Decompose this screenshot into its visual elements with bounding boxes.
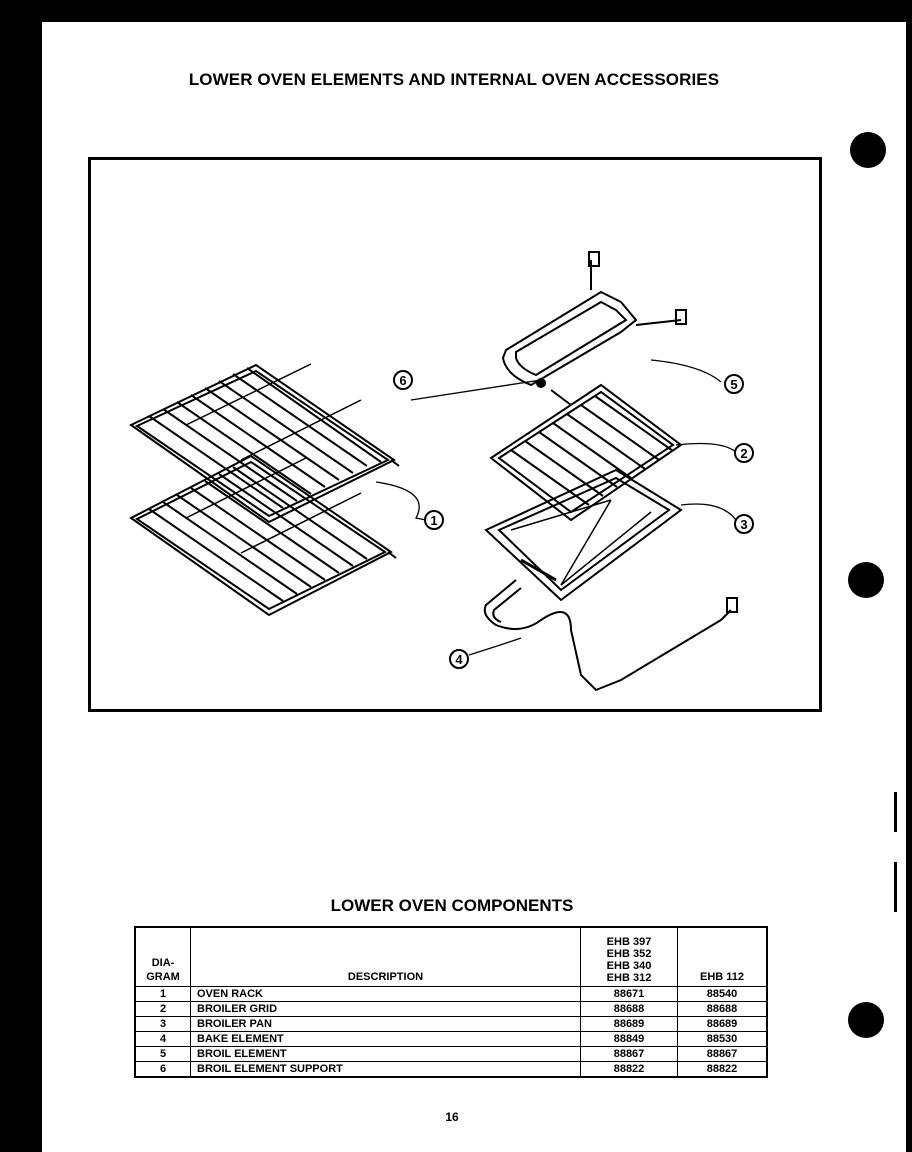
part-description: BROILER GRID bbox=[190, 1001, 581, 1017]
part-number-b: 88540 bbox=[677, 986, 768, 1002]
table-row: 3 BROILER PAN 88689 88689 bbox=[134, 1016, 768, 1032]
callout-5: 5 bbox=[724, 374, 744, 394]
page-number: 16 bbox=[445, 1110, 459, 1124]
callout-4: 4 bbox=[449, 649, 469, 669]
diagram-number: 3 bbox=[134, 1016, 191, 1032]
part-number-a: 88688 bbox=[580, 1001, 678, 1017]
callout-1: 1 bbox=[424, 510, 444, 530]
components-title: LOWER OVEN COMPONENTS bbox=[330, 896, 574, 915]
diagram-number: 4 bbox=[134, 1031, 191, 1047]
part-description: BAKE ELEMENT bbox=[190, 1031, 581, 1047]
svg-text:2: 2 bbox=[740, 446, 747, 461]
oven-rack-lower-illustration bbox=[129, 454, 397, 617]
part-description: BROIL ELEMENT bbox=[190, 1046, 581, 1062]
part-number-b: 88822 bbox=[677, 1061, 768, 1078]
svg-text:5: 5 bbox=[730, 377, 737, 392]
oven-rack-upper-illustration bbox=[129, 363, 400, 524]
punch-hole-middle bbox=[848, 562, 884, 598]
document-page: LOWER OVEN ELEMENTS AND INTERNAL OVEN AC… bbox=[42, 22, 906, 1152]
part-number-a: 88671 bbox=[580, 986, 678, 1002]
broil-element-support-illustration bbox=[536, 378, 546, 388]
callout-6: 6 bbox=[393, 370, 413, 390]
callout-2: 2 bbox=[734, 443, 754, 463]
diagram-number: 1 bbox=[134, 986, 191, 1002]
svg-text:3: 3 bbox=[740, 517, 747, 532]
scan-mark bbox=[894, 792, 897, 832]
callout-3: 3 bbox=[734, 514, 754, 534]
diagram-number: 6 bbox=[134, 1061, 191, 1078]
callout-markers: 1 2 3 4 5 bbox=[393, 370, 754, 669]
bake-element-illustration bbox=[483, 579, 738, 692]
part-number-b: 88530 bbox=[677, 1031, 768, 1047]
table-row: 6 BROIL ELEMENT SUPPORT 88822 88822 bbox=[134, 1061, 768, 1078]
part-description: BROILER PAN bbox=[190, 1016, 581, 1032]
svg-text:6: 6 bbox=[399, 373, 406, 388]
diagram-column-header: DIA- GRAM bbox=[134, 926, 191, 987]
diagram-number: 2 bbox=[134, 1001, 191, 1017]
table-header-row: DIA- GRAM DESCRIPTION EHB 397 EHB 352 EH… bbox=[134, 926, 768, 987]
broil-element-illustration bbox=[501, 251, 687, 406]
models-a-column-header: EHB 397 EHB 352 EHB 340 EHB 312 bbox=[580, 926, 678, 987]
description-column-header: DESCRIPTION bbox=[190, 926, 581, 987]
models-b-column-header: EHB 112 bbox=[677, 926, 768, 987]
svg-text:1: 1 bbox=[430, 513, 437, 528]
part-description: OVEN RACK bbox=[190, 986, 581, 1002]
exploded-parts-diagram: 1 2 3 4 5 bbox=[88, 157, 822, 712]
part-number-a: 88822 bbox=[580, 1061, 678, 1078]
punch-hole-bottom bbox=[848, 1002, 884, 1038]
table-row: 2 BROILER GRID 88688 88688 bbox=[134, 1001, 768, 1017]
page-title: LOWER OVEN ELEMENTS AND INTERNAL OVEN AC… bbox=[188, 70, 720, 89]
table-row: 4 BAKE ELEMENT 88849 88530 bbox=[134, 1031, 768, 1047]
part-number-b: 88688 bbox=[677, 1001, 768, 1017]
diagram-number: 5 bbox=[134, 1046, 191, 1062]
part-description: BROIL ELEMENT SUPPORT bbox=[190, 1061, 581, 1078]
parts-illustration: 1 2 3 4 5 bbox=[129, 251, 754, 692]
svg-text:4: 4 bbox=[455, 652, 463, 667]
table-row: 1 OVEN RACK 88671 88540 bbox=[134, 986, 768, 1002]
scan-mark bbox=[894, 862, 897, 912]
part-number-b: 88689 bbox=[677, 1016, 768, 1032]
table-row: 5 BROIL ELEMENT 88867 88867 bbox=[134, 1046, 768, 1062]
components-table: DIA- GRAM DESCRIPTION EHB 397 EHB 352 EH… bbox=[134, 926, 768, 1078]
punch-hole-top bbox=[850, 132, 886, 168]
part-number-b: 88867 bbox=[677, 1046, 768, 1062]
part-number-a: 88867 bbox=[580, 1046, 678, 1062]
callout-leader-lines bbox=[375, 359, 737, 656]
broiler-pan-illustration bbox=[484, 468, 683, 602]
part-number-a: 88849 bbox=[580, 1031, 678, 1047]
part-number-a: 88689 bbox=[580, 1016, 678, 1032]
broiler-grid-illustration bbox=[489, 383, 683, 522]
